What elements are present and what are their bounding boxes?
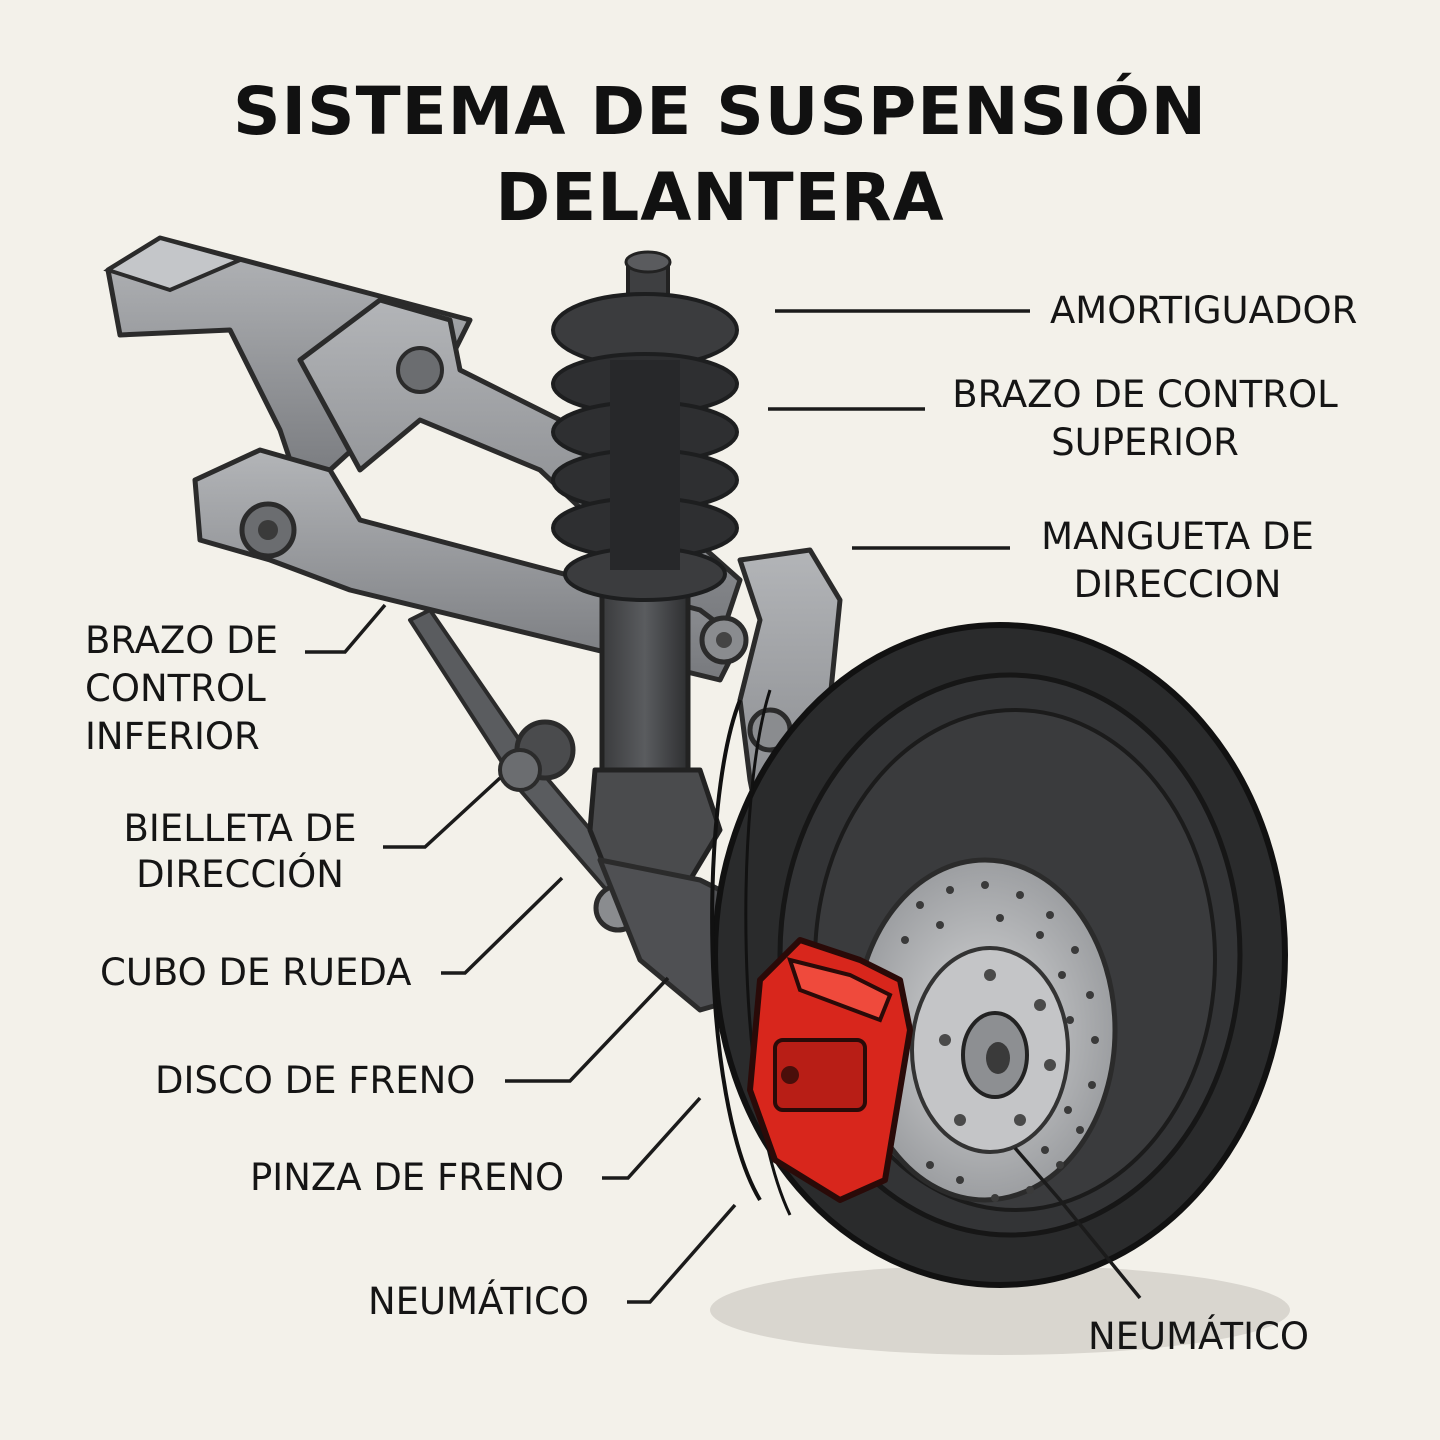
label-brazo-superior-2: SUPERIOR bbox=[1051, 421, 1239, 464]
title-line-2: DELANTERA bbox=[495, 159, 945, 236]
label-pinza: PINZA DE FRENO bbox=[250, 1156, 565, 1199]
label-brazo-inferior-3: INFERIOR bbox=[85, 715, 260, 758]
label-bielleta-2: DIRECCIÓN bbox=[136, 853, 344, 896]
leader-neumatico-left bbox=[627, 1203, 737, 1304]
label-neumatico-left: NEUMÁTICO bbox=[368, 1280, 589, 1323]
label-brazo-inferior-2: CONTROL bbox=[85, 667, 266, 710]
label-disco: DISCO DE FRENO bbox=[155, 1059, 476, 1102]
brake-disc bbox=[852, 857, 1118, 1203]
leader-brazo-inferior bbox=[305, 603, 387, 654]
title-line-1: SISTEMA DE SUSPENSIÓN bbox=[232, 73, 1208, 150]
label-brazo-superior-1: BRAZO DE CONTROL bbox=[952, 373, 1338, 416]
label-bielleta-1: BIELLETA DE bbox=[123, 807, 357, 850]
label-neumatico-right: NEUMÁTICO bbox=[1088, 1315, 1309, 1358]
leader-cubo bbox=[441, 876, 564, 975]
label-mangueta-2: DIRECCION bbox=[1073, 563, 1282, 606]
disc-holes bbox=[901, 881, 1099, 1202]
label-amortiguador: AMORTIGUADOR bbox=[1050, 289, 1358, 332]
label-brazo-inferior-1: BRAZO DE bbox=[85, 619, 279, 662]
leader-lines bbox=[305, 309, 1142, 1304]
label-mangueta-1: MANGUETA DE bbox=[1041, 515, 1314, 558]
leader-disco bbox=[505, 976, 670, 1083]
ground-shadow bbox=[710, 1265, 1290, 1355]
brake-caliper bbox=[747, 937, 913, 1203]
shock-absorber bbox=[587, 250, 723, 883]
coil-spring bbox=[551, 292, 739, 602]
leader-neumatico-right bbox=[1013, 1146, 1142, 1300]
leader-pinza bbox=[602, 1096, 702, 1180]
label-cubo: CUBO DE RUEDA bbox=[100, 951, 412, 994]
hub-bolts bbox=[939, 969, 1056, 1126]
leader-bielleta bbox=[383, 776, 502, 849]
